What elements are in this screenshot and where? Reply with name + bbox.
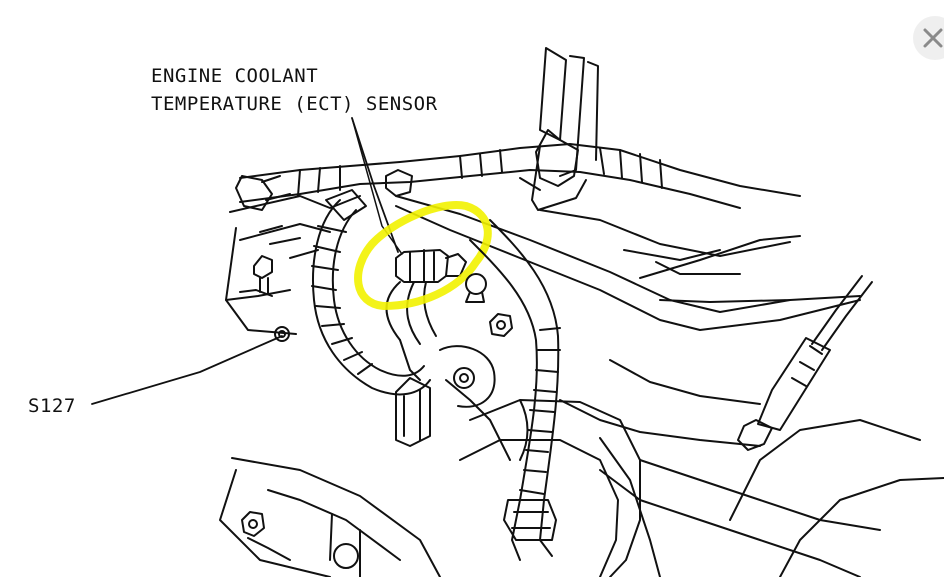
splice-label: S127	[28, 395, 76, 417]
splice-stud	[274, 326, 290, 342]
close-button[interactable]	[913, 16, 944, 60]
highlight-circle	[354, 201, 492, 310]
ect-label-line-1: ENGINE COOLANT	[151, 65, 319, 87]
s127-leader-line	[91, 335, 283, 405]
ect-label-line-2: TEMPERATURE (ECT) SENSOR	[151, 93, 438, 115]
close-icon	[923, 28, 943, 48]
oxygen-sensor	[737, 275, 873, 451]
lower-hose	[469, 219, 561, 561]
ect-leader-line-2	[351, 117, 403, 255]
bolt-bottom-left	[241, 511, 359, 569]
exhaust-manifold	[459, 399, 641, 577]
bolt-left	[239, 255, 273, 297]
upper-wiring-harness	[235, 129, 801, 211]
ect-sensor	[385, 249, 467, 381]
coolant-pipe	[395, 195, 861, 331]
engine-block-outline	[219, 195, 944, 577]
left-harness-loop	[311, 189, 431, 396]
bolt-center	[465, 273, 487, 303]
bolt-lower	[489, 313, 513, 337]
